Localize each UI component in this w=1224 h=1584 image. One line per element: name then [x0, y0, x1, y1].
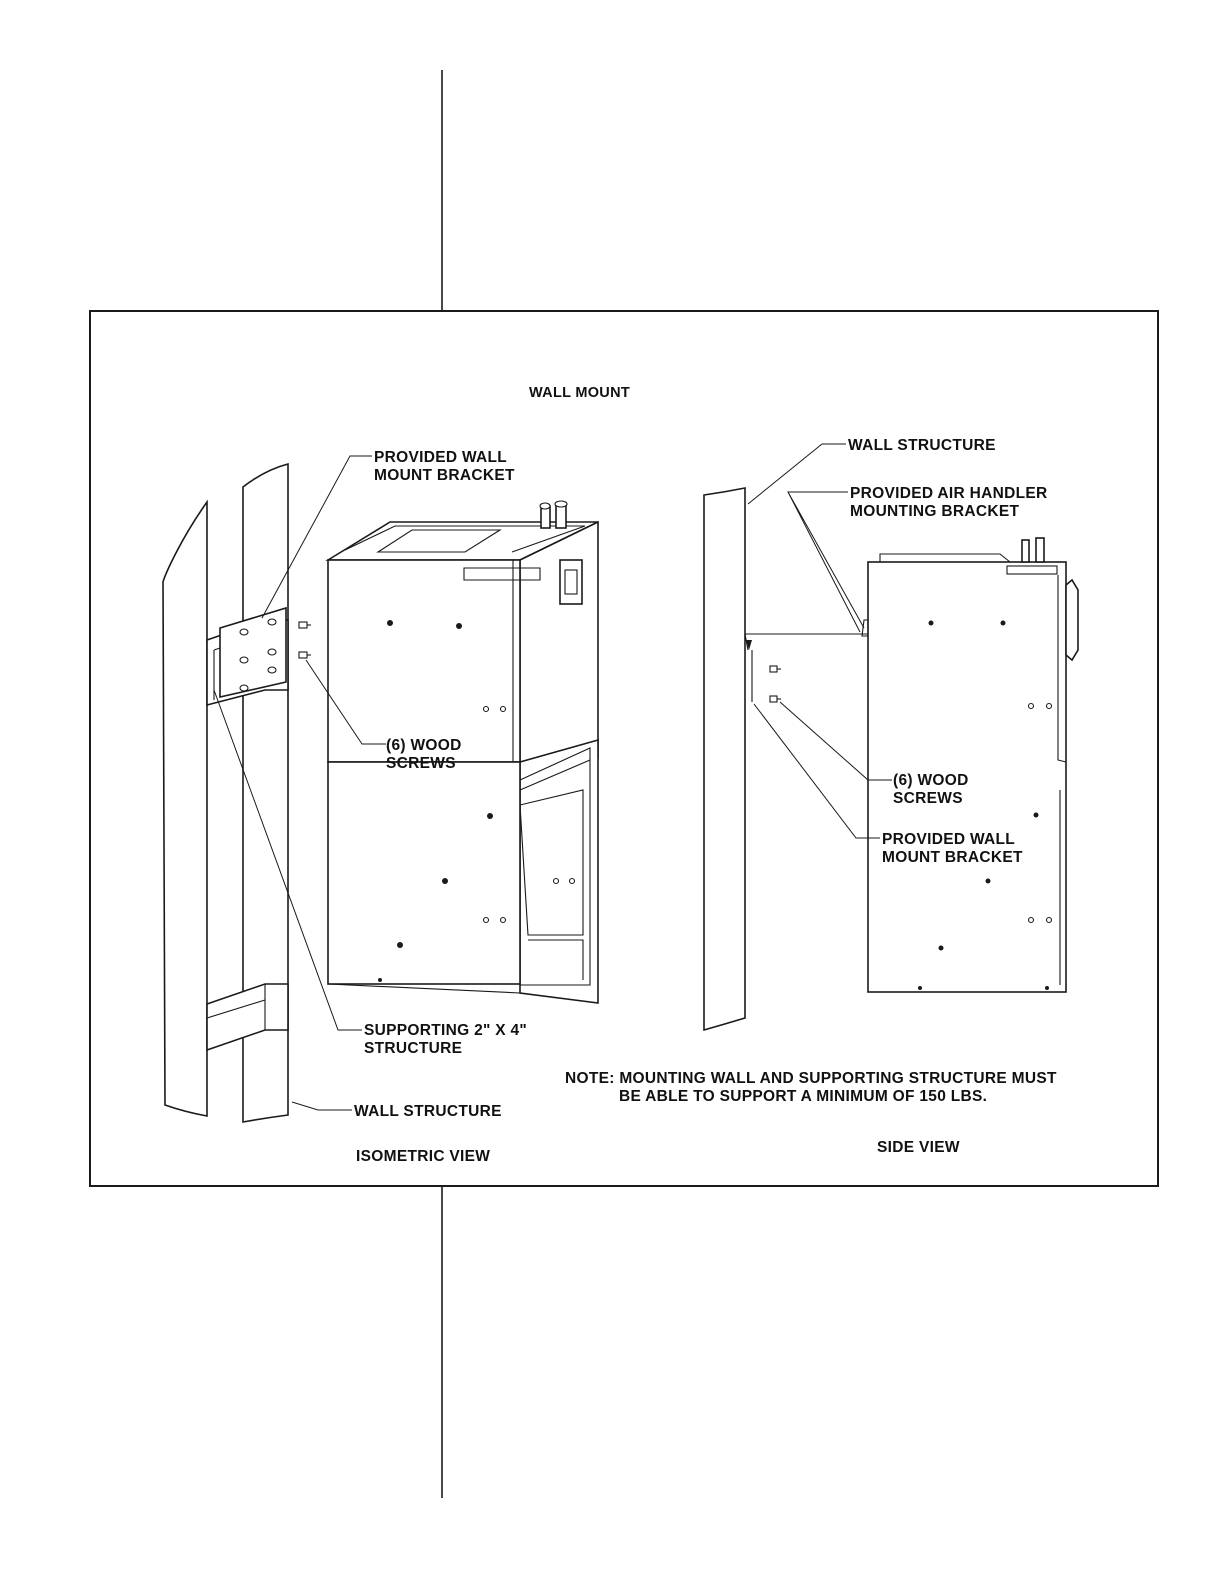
side-screws-label-line1: (6) WOOD	[893, 772, 969, 789]
iso-bracket-label-line1: PROVIDED WALL	[374, 449, 507, 466]
side-wall-leader	[747, 443, 846, 505]
note-line2: BE ABLE TO SUPPORT A MINIMUM OF 150 LBS.	[619, 1088, 987, 1105]
side-screws-leader	[779, 701, 892, 781]
iso-support-label-line2: STRUCTURE	[364, 1040, 462, 1057]
side-view: WALL STRUCTURE PROVIDED AIR HANDLER MOUN…	[703, 437, 1079, 1156]
iso-bracket-label-line2: MOUNT BRACKET	[374, 467, 515, 484]
side-wall-bracket	[744, 633, 868, 702]
iso-screws-label-line1: (6) WOOD	[386, 737, 462, 754]
iso-view-label: ISOMETRIC VIEW	[356, 1148, 490, 1165]
side-wall-bracket-leader	[753, 703, 880, 839]
iso-screws-leader	[305, 659, 386, 745]
side-wall-bracket-label-line2: MOUNT BRACKET	[882, 849, 1023, 866]
iso-screws-label-line2: SCREWS	[386, 755, 456, 772]
drawing-frame	[89, 310, 1159, 1187]
side-air-bracket-label-line1: PROVIDED AIR HANDLER	[850, 485, 1047, 502]
note-line1: NOTE: MOUNTING WALL AND SUPPORTING STRUC…	[565, 1070, 1057, 1087]
side-wall-label: WALL STRUCTURE	[848, 437, 996, 454]
iso-wall-stud-left	[162, 499, 208, 1117]
isometric-view: PROVIDED WALL MOUNT BRACKET (6) WOOD SCR…	[162, 449, 599, 1165]
iso-support-label-line1: SUPPORTING 2" X 4"	[364, 1022, 527, 1039]
side-view-label: SIDE VIEW	[877, 1139, 960, 1156]
side-air-handler	[861, 537, 1079, 993]
iso-bracket-leader	[261, 455, 372, 619]
side-wall-bracket-label-line1: PROVIDED WALL	[882, 831, 1015, 848]
iso-air-handler	[325, 500, 599, 1004]
side-wall	[703, 487, 746, 1032]
iso-wall-label: WALL STRUCTURE	[354, 1103, 502, 1120]
iso-support-leader	[213, 689, 362, 1031]
iso-loose-screws	[298, 621, 311, 659]
iso-bracket-screws	[239, 618, 277, 692]
side-air-bracket-label-line2: MOUNTING BRACKET	[850, 503, 1019, 520]
drawing-title: WALL MOUNT	[529, 385, 630, 401]
side-screws-label-line2: SCREWS	[893, 790, 963, 807]
iso-wall-leader	[291, 1101, 352, 1111]
side-air-bracket-leader	[787, 491, 865, 633]
side-loose-screws	[769, 665, 781, 703]
